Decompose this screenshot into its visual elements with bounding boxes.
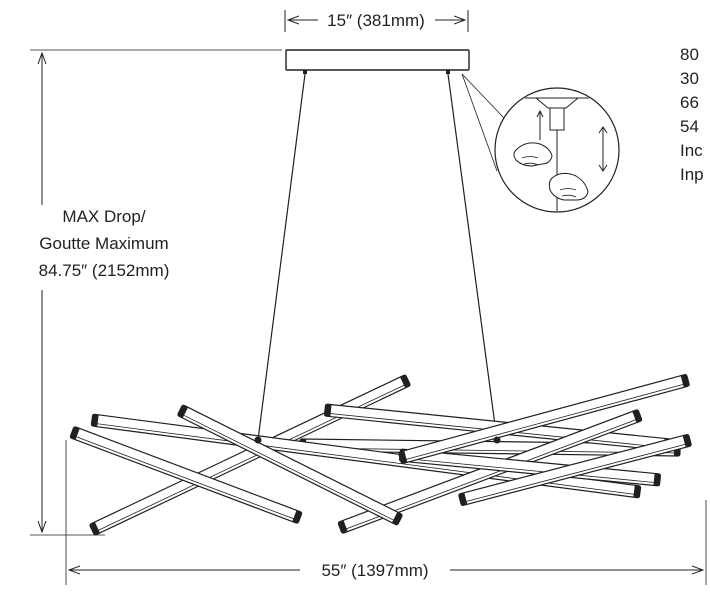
spec-line: 30: [680, 69, 699, 88]
canopy-width-label: 15″ (381mm): [327, 11, 425, 30]
cable-attachment: [493, 436, 501, 444]
suspension-cables: [257, 73, 498, 441]
canopy: [285, 49, 470, 74]
spec-line: Inp: [680, 165, 704, 184]
overall-width-label: 55″ (1397mm): [321, 561, 428, 580]
light-bar: [69, 426, 303, 524]
light-bar: [458, 434, 692, 506]
light-bars: [69, 374, 692, 536]
spec-line: Inc: [680, 141, 703, 160]
spec-line: 54: [680, 117, 699, 136]
light-bar: [177, 404, 403, 526]
max-drop-label-line1: MAX Drop/: [62, 207, 145, 226]
light-bar: [398, 374, 690, 464]
max-drop-label-line2: Goutte Maximum: [39, 234, 168, 253]
max-drop-label-line3: 84.75″ (2152mm): [39, 261, 170, 280]
spec-line: 66: [680, 93, 699, 112]
canopy-width-dimension: 15″ (381mm): [284, 10, 469, 32]
max-drop-dimension: MAX Drop/ Goutte Maximum 84.75″ (2152mm): [30, 49, 282, 536]
cable-attachment: [254, 436, 262, 444]
up-down-arrow-icon: [536, 109, 608, 172]
height-adjust-detail: [461, 73, 620, 213]
spec-line: 80: [680, 45, 699, 64]
overall-width-dimension: 55″ (1397mm): [65, 440, 707, 585]
light-bar: [399, 448, 661, 487]
hand-adjust-icon: [513, 142, 589, 201]
